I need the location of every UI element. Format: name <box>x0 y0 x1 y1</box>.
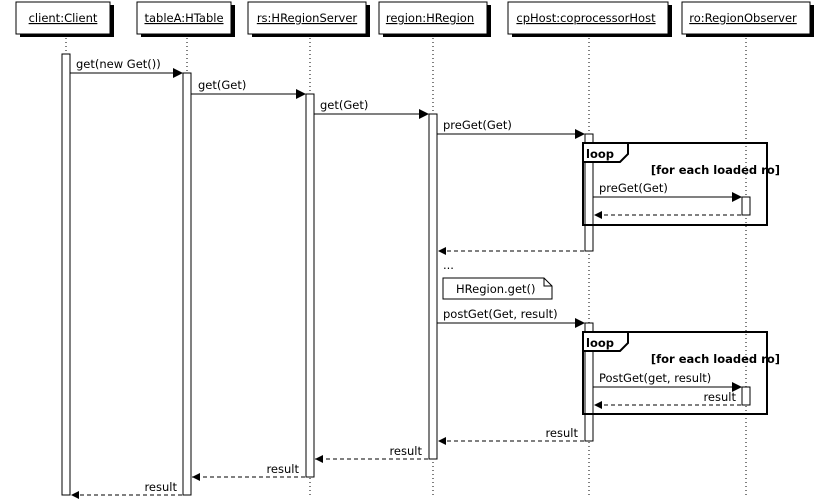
loop-guard-2: [for each loaded ro] <box>651 352 780 366</box>
activation-tableA <box>182 72 192 496</box>
loop-fragment-1: loop [for each loaded ro] <box>582 142 780 226</box>
participants: client:Client tableA:HTable rs:HRegionSe… <box>15 1 814 37</box>
participant-ro-label: ro:RegionObserver <box>689 11 797 25</box>
message-return-head <box>594 401 602 409</box>
message-label: get(new Get()) <box>76 57 161 71</box>
loop-fragment-2: loop [for each loaded ro] <box>582 331 780 415</box>
ellipsis-text: ... <box>443 258 454 272</box>
activation-ro-2 <box>741 386 751 406</box>
message-label: get(Get) <box>320 98 368 112</box>
participant-ro: ro:RegionObserver <box>681 1 814 37</box>
message-return-head <box>192 473 200 481</box>
message-label: postGet(Get, result) <box>443 307 558 321</box>
message-label: result <box>389 444 422 458</box>
participant-tableA: tableA:HTable <box>136 1 235 37</box>
participant-cpHost: cpHost:coprocessorHost <box>507 1 672 37</box>
lifelines <box>65 38 747 495</box>
participant-rs: rs:HRegionServer <box>247 1 370 37</box>
participant-client: client:Client <box>15 1 114 37</box>
participant-tableA-label: tableA:HTable <box>144 11 223 25</box>
activation-region <box>428 113 438 460</box>
participant-region: region:HRegion <box>378 1 491 37</box>
message-label: get(Get) <box>198 78 246 92</box>
activation-cpHost-2 <box>584 322 594 442</box>
message-return-head <box>438 437 446 445</box>
loop-keyword-2: loop <box>586 336 614 350</box>
activation-client <box>61 53 71 496</box>
loop-guard-1: [for each loaded ro] <box>651 163 780 177</box>
message-label: preGet(Get) <box>599 181 668 195</box>
participant-cpHost-label: cpHost:coprocessorHost <box>516 11 656 25</box>
activation-cpHost-1 <box>584 133 594 252</box>
activation-rs <box>305 93 315 478</box>
message-label: result <box>144 480 177 494</box>
message-label: result <box>266 462 299 476</box>
loop-keyword-1: loop <box>586 147 614 161</box>
activation-ro-1 <box>741 196 751 216</box>
message-return-head <box>71 491 79 499</box>
participant-client-label: client:Client <box>29 11 98 25</box>
participant-rs-label: rs:HRegionServer <box>257 11 358 25</box>
message-label: result <box>703 390 736 404</box>
note: HRegion.get() <box>442 277 553 300</box>
activations <box>61 53 751 496</box>
messages: get(new Get()) get(Get) get(Get) preGet(… <box>70 57 742 499</box>
message-return-head <box>315 455 323 463</box>
participant-region-label: region:HRegion <box>386 11 474 25</box>
message-label: result <box>545 426 578 440</box>
message-label: preGet(Get) <box>443 118 512 132</box>
message-return-head <box>594 211 602 219</box>
note-text: HRegion.get() <box>456 282 536 296</box>
message-return-head <box>438 247 446 255</box>
message-label: PostGet(get, result) <box>599 371 711 385</box>
